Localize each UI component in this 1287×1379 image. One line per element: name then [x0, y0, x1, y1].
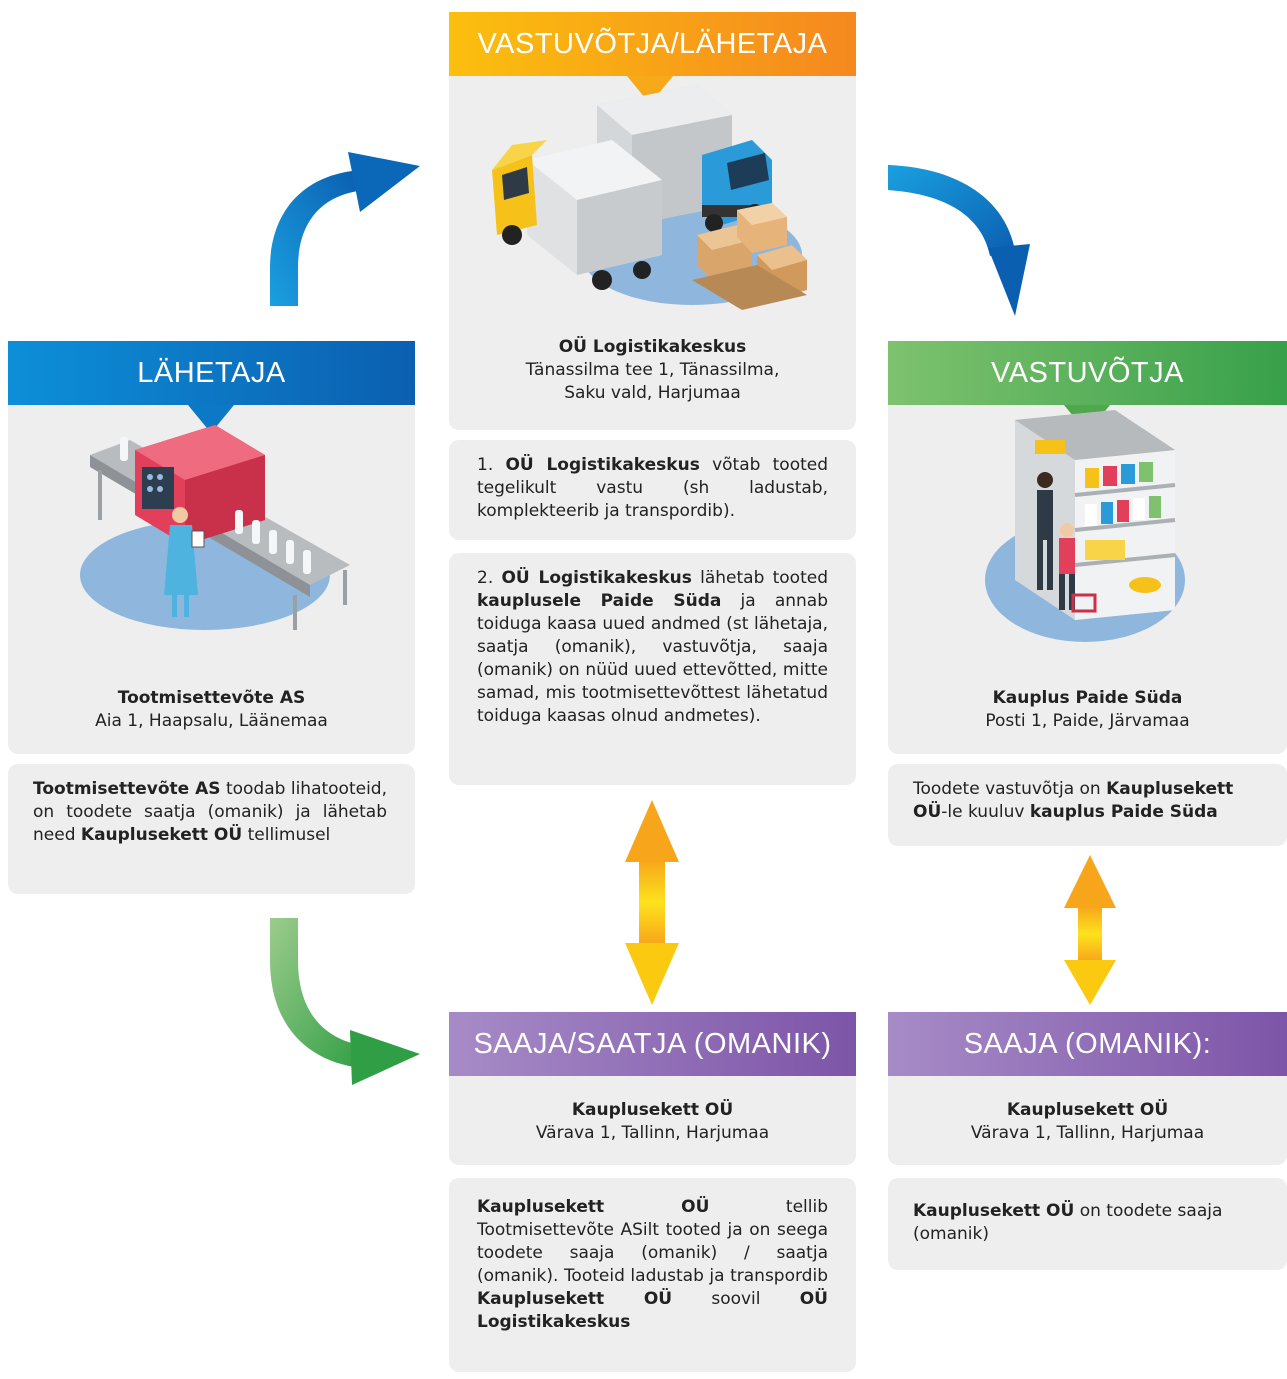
owner-note-bold1: Kauplusekett OÜ — [913, 1201, 1075, 1221]
receiver-note: Toodete vastuvõtja on Kauplusekett OÜ-le… — [888, 764, 1287, 846]
note-2-bold2: kauplusele Paide Süda — [477, 591, 722, 611]
owner-sender-note-text2: soovil — [672, 1289, 800, 1309]
truck-illustration — [487, 85, 817, 310]
production-line-illustration — [80, 425, 355, 635]
note-2: 2. OÜ Logistikakeskus lähetab tooted kau… — [449, 553, 856, 785]
logistics-company: OÜ Logistikakeskus Tänassilma tee 1, Tän… — [449, 336, 856, 405]
owner-company-name: Kauplusekett OÜ — [1006, 1100, 1169, 1120]
owner-sender-note-text1: tellib Tootmisettevõte ASilt tooted ja o… — [477, 1197, 828, 1286]
arrow-logistics-owner-double — [625, 800, 679, 1005]
store-shelf-illustration — [985, 410, 1195, 645]
sender-note: Tootmisettevõte AS toodab lihatooteid, o… — [8, 764, 415, 894]
logistics-header-label: VASTUVÕTJA/LÄHETAJA — [477, 27, 828, 60]
owner-note-text1: on toodete saaja (omanik) — [913, 1201, 1223, 1244]
logistics-address-line1: Tänassilma tee 1, Tänassilma, — [525, 360, 780, 380]
owner-header-label: SAAJA (OMANIK): — [963, 1027, 1212, 1060]
note-1-prefix: 1. — [477, 455, 506, 475]
owner-sender-company: Kauplusekett OÜ Värava 1, Tallinn, Harju… — [449, 1099, 856, 1145]
sender-company: Tootmisettevõte AS Aia 1, Haapsalu, Lään… — [8, 687, 415, 733]
owner-sender-note-bold2: Kauplusekett OÜ — [477, 1289, 673, 1309]
sender-header: LÄHETAJA — [8, 341, 415, 405]
receiver-header-label: VASTUVÕTJA — [991, 356, 1184, 389]
receiver-note-bold1: Kauplusekett OÜ — [913, 779, 1234, 822]
owner-address: Värava 1, Tallinn, Harjumaa — [970, 1123, 1205, 1143]
note-2-text2: ja annab toiduga kaasa uued andmed (st l… — [477, 591, 828, 726]
arrow-store-owner-double — [1064, 855, 1116, 1005]
receiver-note-bold2: kauplus Paide Süda — [1029, 802, 1218, 822]
note-2-text1: lähetab tooted — [691, 568, 828, 588]
arrow-logistics-to-store — [888, 165, 1030, 316]
sender-address: Aia 1, Haapsalu, Läänemaa — [95, 711, 328, 731]
receiver-note-text2: -le kuuluv — [941, 802, 1030, 822]
receiver-note-text1: Toodete vastuvõtja on — [913, 779, 1107, 799]
note-1: 1. OÜ Logistikakeskus võtab tooted tegel… — [449, 440, 856, 540]
sender-header-label: LÄHETAJA — [137, 356, 286, 389]
arrow-sender-to-owner — [270, 918, 420, 1085]
owner-sender-header-label: SAAJA/SAATJA (OMANIK) — [473, 1027, 832, 1060]
owner-sender-note-bold3: OÜ Logistikakeskus — [477, 1289, 828, 1332]
note-1-bold1: OÜ Logistikakeskus — [505, 455, 700, 475]
owner-header: SAAJA (OMANIK): — [888, 1012, 1287, 1076]
arrow-sender-to-logistics — [270, 152, 420, 306]
sender-note-bold1: Tootmisettevõte AS — [33, 779, 221, 799]
owner-sender-company-name: Kauplusekett OÜ — [571, 1100, 734, 1120]
note-2-prefix: 2. — [477, 568, 502, 588]
owner-sender-header: SAAJA/SAATJA (OMANIK) — [449, 1012, 856, 1076]
owner-note: Kauplusekett OÜ on toodete saaja (omanik… — [888, 1178, 1287, 1270]
sender-note-text2: tellimusel — [247, 825, 331, 845]
note-2-bold1: OÜ Logistikakeskus — [501, 568, 692, 588]
owner-sender-note: Kauplusekett OÜ tellib Tootmisettevõte A… — [449, 1178, 856, 1372]
owner-sender-address: Värava 1, Tallinn, Harjumaa — [535, 1123, 770, 1143]
receiver-company-name: Kauplus Paide Süda — [992, 688, 1183, 708]
sender-note-bold2: Kauplusekett OÜ — [80, 825, 243, 845]
receiver-company: Kauplus Paide Süda Posti 1, Paide, Järva… — [888, 687, 1287, 733]
logistics-company-name: OÜ Logistikakeskus — [558, 337, 747, 357]
note-1-text1: võtab tooted tegelikult vastu (sh ladust… — [477, 455, 829, 521]
logistics-header: VASTUVÕTJA/LÄHETAJA — [449, 12, 856, 76]
owner-company: Kauplusekett OÜ Värava 1, Tallinn, Harju… — [888, 1099, 1287, 1145]
sender-company-name: Tootmisettevõte AS — [117, 688, 306, 708]
logistics-address-line2: Saku vald, Harjumaa — [564, 383, 741, 403]
owner-sender-note-bold1: Kauplusekett OÜ — [477, 1197, 710, 1217]
receiver-address: Posti 1, Paide, Järvamaa — [985, 711, 1190, 731]
receiver-header: VASTUVÕTJA — [888, 341, 1287, 405]
sender-note-text1: toodab lihatooteid, on toodete saatja (o… — [33, 779, 387, 845]
